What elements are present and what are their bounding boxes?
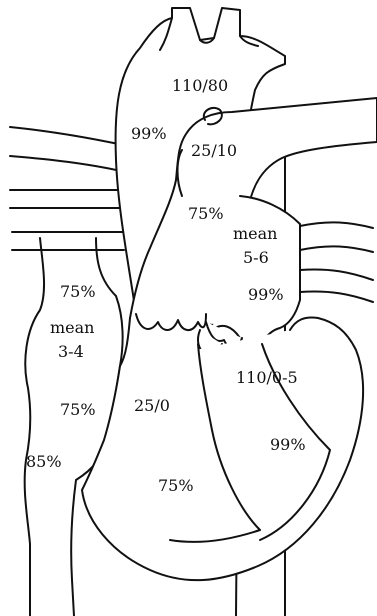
pulmonary-artery-saturation-label: 75% <box>188 206 224 222</box>
right-ventricle-pressure-label: 25/0 <box>134 398 170 414</box>
aorta-pressure-label: 110/80 <box>170 78 230 94</box>
left-atrium-mean-label: mean <box>233 226 277 242</box>
right-pulmonary-veins <box>300 222 373 302</box>
pulmonary-artery-left-branch <box>10 127 128 172</box>
left-atrium-mean-value-label: 5-6 <box>243 250 269 266</box>
inferior-vena-cava-saturation-label: 85% <box>26 454 62 470</box>
right-ventricle-saturation-label: 75% <box>158 478 194 494</box>
right-atrium-mean-value-label: 3-4 <box>58 344 84 360</box>
left-ventricle-saturation-label: 99% <box>270 437 306 453</box>
left-pulmonary-veins <box>10 190 128 250</box>
left-ventricle-pressure-label: 110/0-5 <box>236 370 298 386</box>
right-atrium-mean-label: mean <box>50 320 94 336</box>
aorta-saturation-label: 99% <box>131 126 167 142</box>
right-atrium-saturation-label: 75% <box>60 402 96 418</box>
left-atrium-saturation-label: 99% <box>248 287 284 303</box>
pulmonary-artery-pressure-label: 25/10 <box>191 143 237 159</box>
superior-vena-cava-saturation-label: 75% <box>60 284 96 300</box>
